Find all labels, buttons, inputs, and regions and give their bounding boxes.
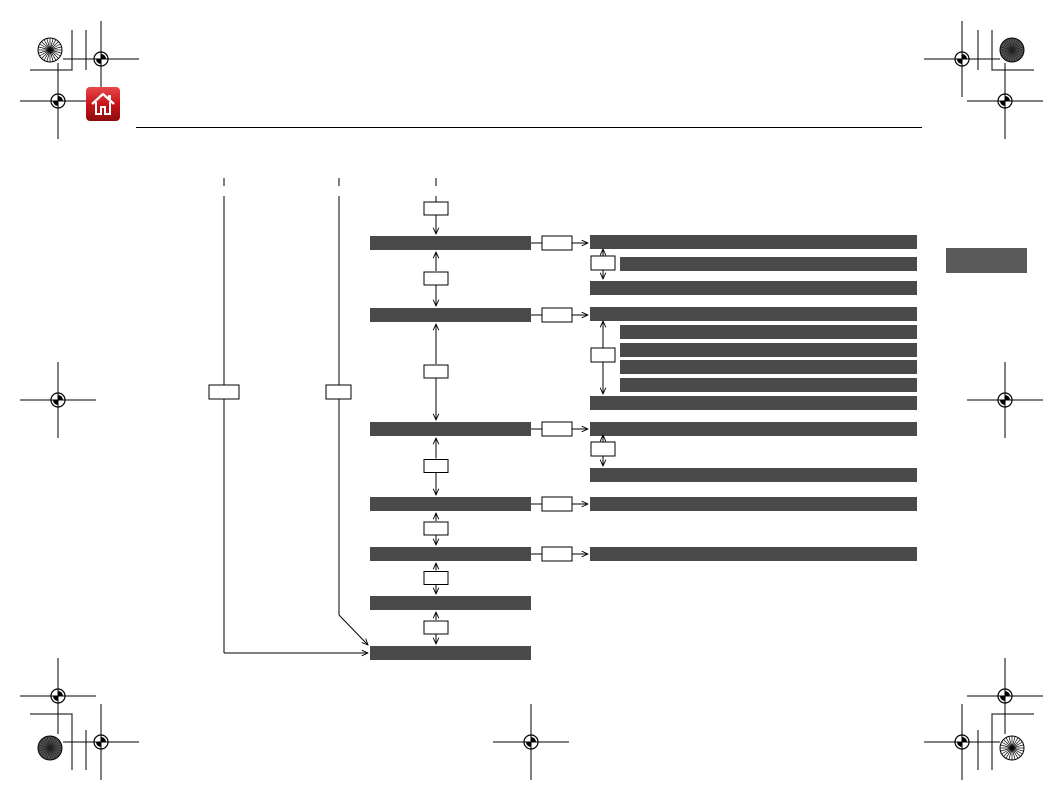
branch-button-1[interactable] <box>541 235 573 251</box>
submenu-item[interactable] <box>620 378 917 392</box>
trim-mark <box>30 30 73 71</box>
trim-mark <box>991 713 1034 770</box>
submenu-item[interactable] <box>590 235 917 249</box>
submenu-item[interactable] <box>620 360 917 374</box>
registration-mark <box>924 21 1000 97</box>
branch-button-4[interactable] <box>541 496 573 512</box>
menu-item-1[interactable] <box>370 236 531 250</box>
registration-mark <box>20 63 96 139</box>
menu-item-2[interactable] <box>370 308 531 322</box>
step-box <box>423 271 449 286</box>
submenu-item[interactable] <box>590 396 917 410</box>
registration-mark <box>20 658 96 734</box>
registration-mark <box>63 704 139 780</box>
color-target-mark <box>999 37 1025 63</box>
submenu-item[interactable] <box>590 468 917 482</box>
step-box <box>590 441 616 457</box>
menu-item-5[interactable] <box>370 547 531 561</box>
color-target-mark <box>37 37 63 63</box>
menu-item-6[interactable] <box>370 596 531 610</box>
registration-mark <box>493 704 569 780</box>
submenu-item[interactable] <box>590 307 917 321</box>
registration-mark <box>924 704 1000 780</box>
left-box-1 <box>208 384 240 400</box>
menu-item-7[interactable] <box>370 646 531 660</box>
menu-item-4[interactable] <box>370 497 531 511</box>
step-box <box>423 620 449 635</box>
branch-button-2[interactable] <box>541 307 573 323</box>
step-box <box>423 459 449 473</box>
submenu-item[interactable] <box>620 343 917 357</box>
registration-mark <box>20 362 96 438</box>
home-button[interactable] <box>86 87 120 121</box>
header-rule <box>136 127 922 128</box>
branch-button-3[interactable] <box>541 421 573 437</box>
color-target-mark <box>999 735 1025 761</box>
trim-mark <box>991 30 1034 71</box>
print-crop-marks <box>20 21 1043 780</box>
section-tab[interactable] <box>946 248 1027 273</box>
branch-button-5[interactable] <box>541 546 573 562</box>
step-box <box>590 347 616 363</box>
color-target-mark <box>37 735 63 761</box>
submenu-item[interactable] <box>620 257 917 271</box>
step-box <box>423 201 449 216</box>
submenu-item[interactable] <box>590 547 917 561</box>
home-icon <box>86 87 120 121</box>
left-box-2 <box>325 384 352 400</box>
submenu-item[interactable] <box>590 281 917 295</box>
step-box <box>423 364 449 379</box>
step-box <box>423 571 449 585</box>
submenu-item[interactable] <box>590 422 917 436</box>
registration-mark <box>967 658 1043 734</box>
submenu-item[interactable] <box>620 325 917 339</box>
registration-mark <box>967 63 1043 139</box>
trim-mark <box>30 713 73 770</box>
registration-mark <box>63 21 139 97</box>
step-box <box>590 255 616 271</box>
menu-item-3[interactable] <box>370 422 531 436</box>
left-connectors <box>223 178 437 653</box>
registration-mark <box>967 362 1043 438</box>
step-box <box>423 521 449 536</box>
submenu-item[interactable] <box>590 497 917 511</box>
